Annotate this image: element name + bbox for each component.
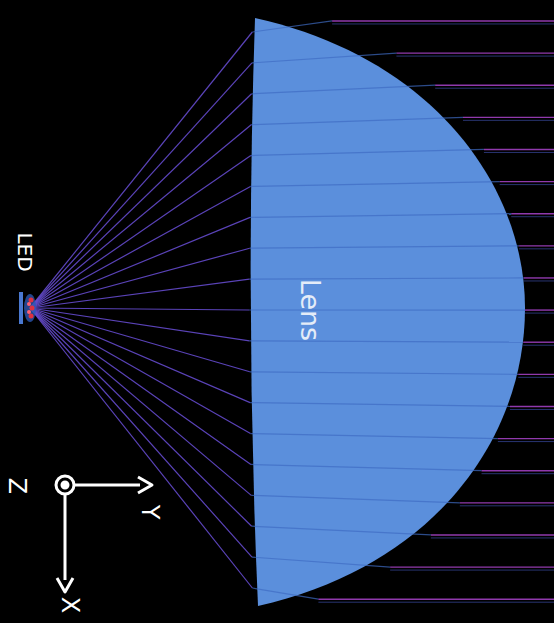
led-source — [19, 292, 36, 324]
lens-shape: Lens — [245, 18, 530, 606]
axis-label: X — [56, 597, 84, 613]
axis-triad — [56, 476, 152, 592]
led-label: LED — [13, 232, 37, 271]
axis-label: Z — [3, 478, 31, 494]
lens-outline — [245, 18, 530, 606]
axis-label: Y — [136, 505, 164, 520]
lens-label: Lens — [295, 279, 326, 341]
